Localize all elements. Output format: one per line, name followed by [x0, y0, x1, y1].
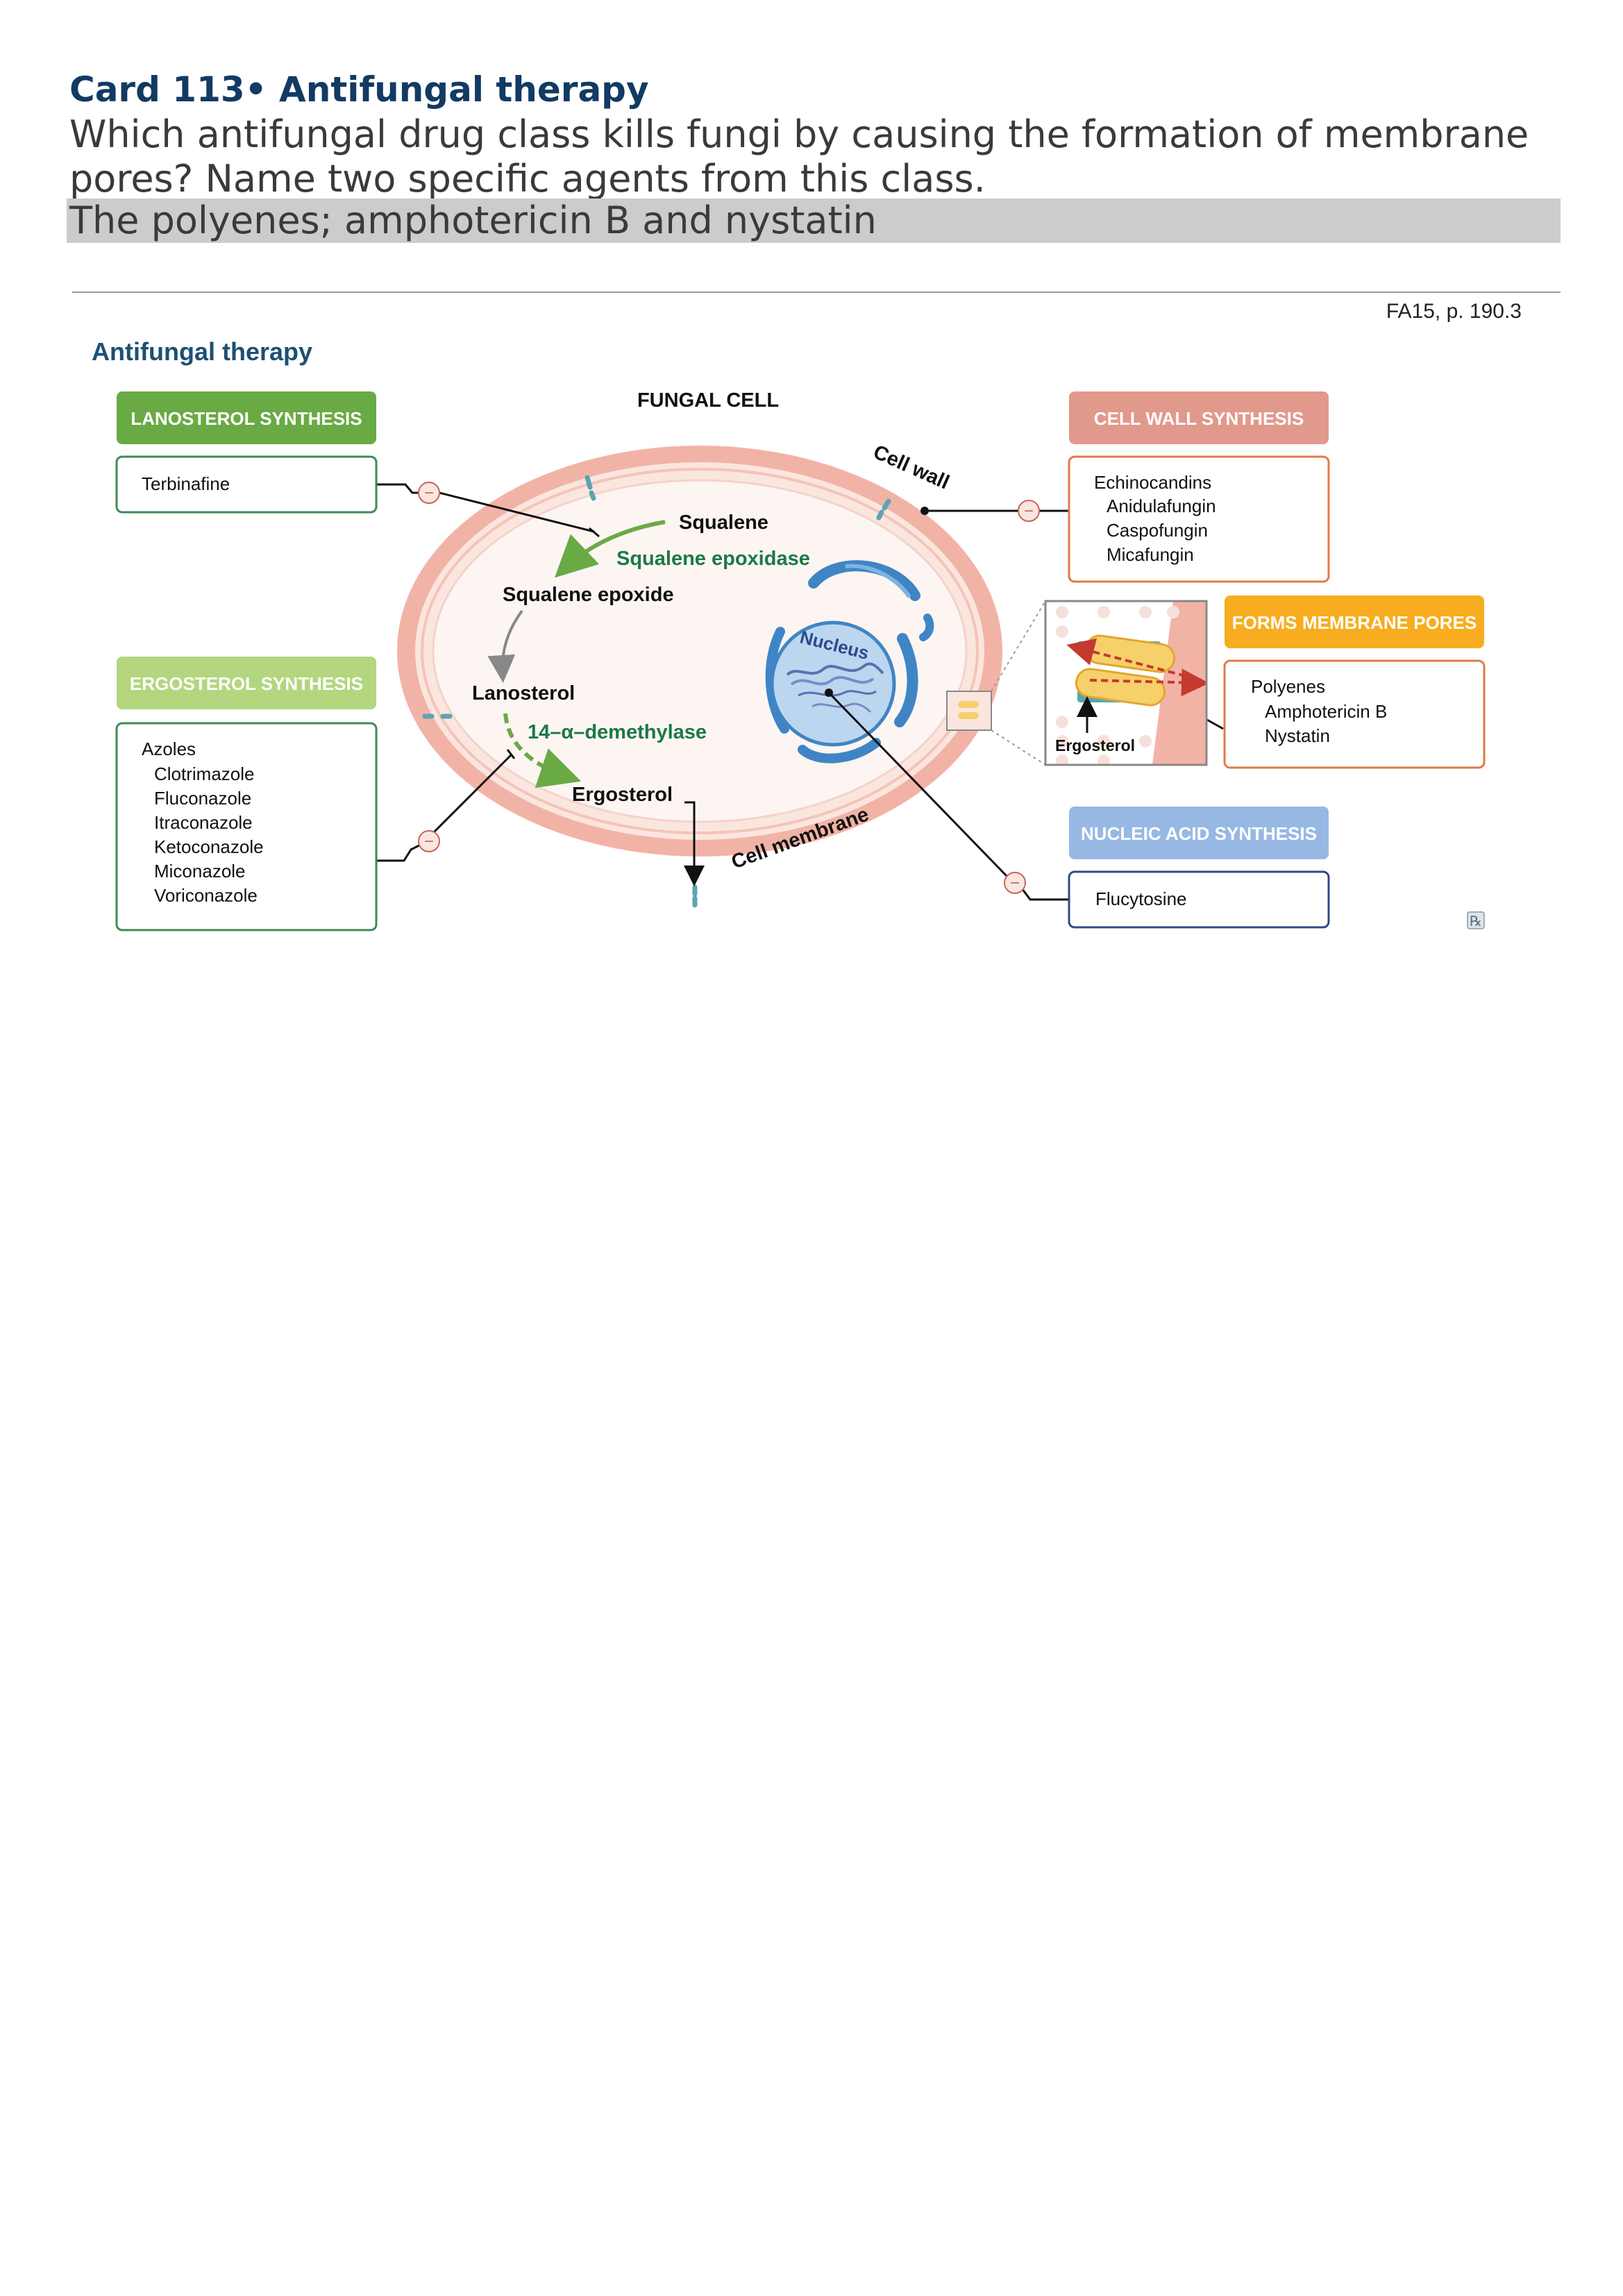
- antifungal-diagram: FUNGAL CELL Cell wall Cell membrane Nucl…: [115, 389, 1486, 931]
- panel-ergosterol-synthesis: ERGOSTEROL SYNTHESIS Azoles Clotrimazole…: [115, 657, 378, 931]
- drug-ketoconazole: Ketoconazole: [154, 836, 264, 857]
- cell-wall-header: CELL WALL SYNTHESIS: [1094, 408, 1304, 429]
- panel-lanosterol-synthesis: LANOSTEROL SYNTHESIS Terbinafine: [115, 391, 378, 514]
- inhibit-symbol: −: [424, 832, 434, 851]
- azoles-class-label: Azoles: [142, 738, 196, 759]
- pores-header-bg: [1225, 596, 1484, 648]
- inhibit-azoles: −: [418, 830, 440, 852]
- panel-membrane-pores: FORMS MEMBRANE PORES Polyenes Amphoteric…: [1223, 596, 1486, 769]
- question-text: Which antifungal drug class kills fungi …: [69, 112, 1529, 201]
- lanosterol-header-bg: [117, 391, 376, 444]
- epoxide-arrow: [487, 609, 523, 683]
- inhibit-flucytosine: −: [1004, 872, 1026, 894]
- drug-itraconazole: Itraconazole: [154, 812, 253, 833]
- cell-membrane: [421, 468, 979, 834]
- membrane-ergosterol-marks: [422, 475, 891, 908]
- azoles-drug-box: [115, 722, 378, 931]
- drug-fluconazole: Fluconazole: [154, 788, 251, 809]
- squalene-label: Squalene: [679, 512, 768, 534]
- inhibit-echinocandins: −: [1018, 500, 1040, 522]
- drug-nystatin: Nystatin: [1265, 725, 1330, 746]
- pores-header: FORMS MEMBRANE PORES: [1232, 612, 1477, 633]
- answer-text: The polyenes; amphotericin B and nystati…: [67, 199, 1561, 243]
- card-title: Card 113• Antifungal therapy: [69, 69, 649, 110]
- lanosterol-drug-box: [115, 455, 378, 514]
- drug-caspofungin: Caspofungin: [1107, 520, 1208, 541]
- inhibit-symbol: −: [1010, 874, 1020, 893]
- squalene-arrow: [554, 520, 666, 578]
- ergosterol-arrow: [684, 801, 705, 886]
- ergosterol-header-bg: [117, 657, 376, 709]
- drug-anidulafungin: Anidulafungin: [1107, 496, 1216, 516]
- drug-miconazole: Miconazole: [154, 861, 246, 881]
- demethylase-label: 14–α–demethylase: [528, 721, 707, 743]
- polyenes-class-label: Polyenes: [1251, 676, 1325, 697]
- ergosterol-header: ERGOSTEROL SYNTHESIS: [130, 673, 363, 694]
- echinocandins-class-label: Echinocandins: [1094, 472, 1211, 493]
- divider: [72, 292, 1561, 293]
- nucleic-header-bg: [1069, 807, 1329, 859]
- cell-wall-target-dot: [920, 507, 929, 515]
- lanosterol-arrow: [503, 713, 582, 788]
- squalene-epoxide-label: Squalene epoxide: [503, 584, 674, 606]
- drug-amphotericin-b: Amphotericin B: [1265, 701, 1387, 722]
- inset-ergosterol-label: Ergosterol: [1055, 736, 1135, 754]
- connector-lines: [375, 483, 1224, 901]
- panel-cell-wall-synthesis: CELL WALL SYNTHESIS Echinocandins Anidul…: [1068, 391, 1330, 583]
- drug-clotrimazole: Clotrimazole: [154, 763, 255, 784]
- drug-micafungin: Micafungin: [1107, 544, 1194, 565]
- drug-terbinafine: Terbinafine: [142, 473, 230, 494]
- azole-block-bar: [506, 749, 516, 759]
- membrane-pore-inset: Ergosterol: [1044, 600, 1208, 766]
- cell-wall-header-bg: [1069, 391, 1329, 444]
- drug-voriconazole: Voriconazole: [154, 885, 258, 906]
- reference-label: FA15, p. 190.3: [1386, 300, 1522, 323]
- lanosterol-label: Lanosterol: [472, 682, 575, 704]
- flucytosine-drug-box: [1068, 870, 1330, 929]
- rx-symbol: ℞: [1470, 914, 1482, 929]
- drug-flucytosine: Flucytosine: [1095, 888, 1187, 909]
- terbinafine-block-bar: [589, 527, 600, 538]
- cell-wall-label: Cell wall: [870, 441, 952, 493]
- polyenes-drug-box: [1223, 659, 1486, 769]
- inhibit-symbol: −: [424, 484, 434, 503]
- inhibit-terbinafine: −: [418, 482, 440, 504]
- squalene-epoxidase-label: Squalene epoxidase: [616, 548, 810, 570]
- fungal-cell-title: FUNGAL CELL: [637, 389, 779, 412]
- panel-nucleic-acid-synthesis: NUCLEIC ACID SYNTHESIS Flucytosine: [1068, 807, 1330, 929]
- nucleus: [765, 560, 934, 763]
- echinocandins-drug-box: [1068, 455, 1330, 583]
- membrane-zoom-marker: [946, 600, 1046, 766]
- nucleic-header: NUCLEIC ACID SYNTHESIS: [1081, 823, 1317, 844]
- rx-icon: ℞: [1467, 911, 1485, 929]
- lanosterol-header: LANOSTEROL SYNTHESIS: [131, 408, 362, 429]
- inhibit-symbol: −: [1024, 502, 1034, 521]
- figure-title: Antifungal therapy: [92, 337, 313, 366]
- ergosterol-label: Ergosterol: [572, 784, 673, 806]
